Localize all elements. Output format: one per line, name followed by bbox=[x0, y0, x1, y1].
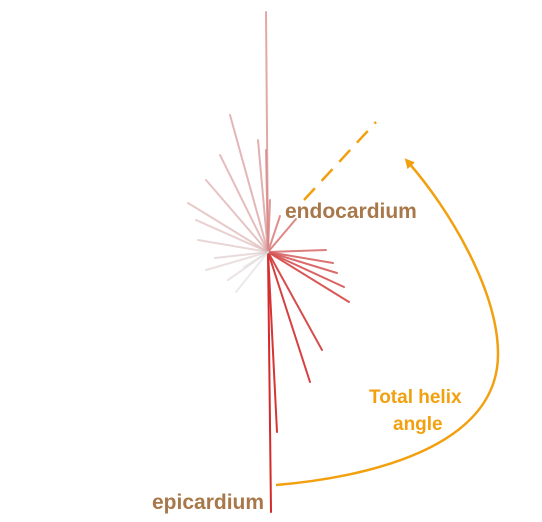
fiber-fan bbox=[187, 11, 350, 513]
fiber-line bbox=[267, 251, 278, 433]
helix-angle-arrow bbox=[275, 158, 500, 487]
fiber-line bbox=[219, 154, 269, 253]
fiber-line bbox=[267, 251, 323, 351]
fiber-line bbox=[267, 251, 345, 288]
fiber-line bbox=[267, 251, 334, 264]
fiber-line bbox=[265, 11, 269, 253]
helix-angle-label-line2: angle bbox=[393, 414, 443, 435]
fiber-line bbox=[267, 218, 297, 253]
fiber-line bbox=[229, 114, 269, 253]
fiber-line bbox=[267, 215, 281, 253]
endocardium-label: endocardium bbox=[285, 200, 417, 223]
fiber-line bbox=[267, 251, 350, 303]
fiber-line bbox=[267, 251, 311, 383]
fiber-line bbox=[205, 179, 269, 253]
fiber-line bbox=[267, 251, 272, 513]
fiber-line bbox=[214, 251, 269, 259]
fiber-line bbox=[227, 251, 269, 281]
fiber-line bbox=[205, 251, 269, 271]
fiber-line bbox=[267, 251, 338, 274]
epicardium-label: epicardium bbox=[152, 491, 264, 514]
fiber-line bbox=[195, 219, 269, 253]
fiber-line bbox=[243, 251, 269, 268]
fiber-line bbox=[267, 249, 327, 253]
fiber-line bbox=[257, 139, 269, 253]
fiber-line bbox=[187, 202, 269, 253]
helix-angle-label-line1: Total helix bbox=[369, 387, 462, 408]
fiber-line bbox=[235, 251, 269, 293]
endocardium-reference-dashed-line bbox=[303, 121, 377, 201]
fiber-line bbox=[197, 239, 269, 253]
